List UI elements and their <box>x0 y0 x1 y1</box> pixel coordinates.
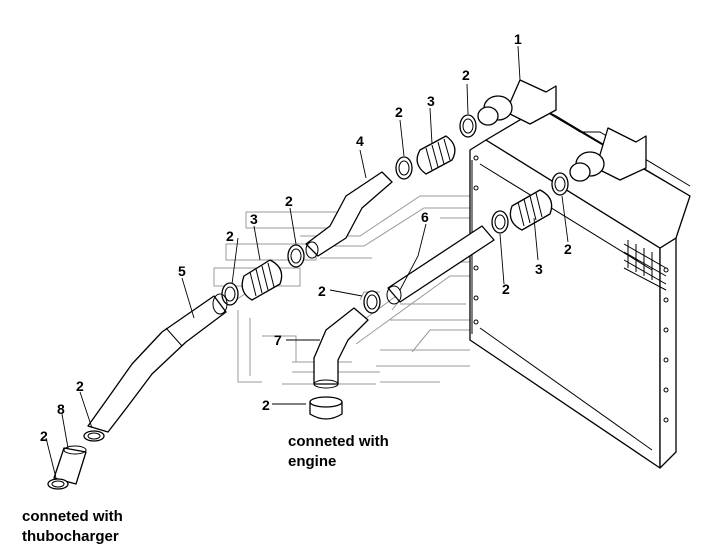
coupler-sleeve-upper <box>416 135 456 175</box>
turbo-caption-line2: thubocharger <box>22 528 119 545</box>
coupler-sleeve-lower <box>509 189 553 231</box>
clamp-turbo-2 <box>47 478 69 490</box>
callout-2: 2 <box>462 67 470 83</box>
hose-4 <box>305 171 393 257</box>
upper-hose-assembly <box>221 114 477 306</box>
callout-2: 2 <box>40 428 48 444</box>
hose-5 <box>87 295 227 433</box>
callout-2: 2 <box>395 104 403 120</box>
clamp-lower-3 <box>363 290 381 314</box>
captions: conneted with engine conneted with thubo… <box>22 433 389 545</box>
callout-4: 4 <box>356 133 364 149</box>
engine-caption-line1: conneted with <box>288 433 389 450</box>
callout-2: 2 <box>502 281 510 297</box>
leader-lines <box>45 45 569 479</box>
callout-7: 7 <box>274 332 282 348</box>
callout-1: 1 <box>514 31 522 47</box>
turbo-hose-assembly <box>47 293 228 490</box>
frame-bolts <box>473 155 669 423</box>
callout-3: 3 <box>427 93 435 109</box>
clamp-upper-2 <box>395 156 413 180</box>
callout-2: 2 <box>262 397 270 413</box>
hose-6 <box>387 225 495 303</box>
callout-3: 3 <box>535 261 543 277</box>
clamp-upper-1 <box>459 114 477 138</box>
callout-2: 2 <box>226 228 234 244</box>
callout-5: 5 <box>178 263 186 279</box>
engine-caption-line2: engine <box>288 453 336 470</box>
clamp-lower-2 <box>491 210 509 234</box>
engine-adapter <box>309 396 343 420</box>
sleeve-8 <box>53 447 87 485</box>
clamp-mid-1 <box>287 244 305 268</box>
core-mesh <box>623 240 667 291</box>
coupler-sleeve-mid <box>241 259 283 301</box>
clamp-lower-1 <box>551 172 569 196</box>
callout-2: 2 <box>318 283 326 299</box>
lower-hose-assembly <box>309 172 569 420</box>
callout-labels: 1 2 3 2 4 2 3 2 6 5 2 2 3 2 7 2 2 8 2 <box>40 31 572 444</box>
callout-6: 6 <box>421 209 429 225</box>
turbo-caption-line1: conneted with <box>22 508 123 525</box>
callout-2: 2 <box>76 378 84 394</box>
clamp-mid-2 <box>221 282 239 306</box>
callout-2: 2 <box>564 241 572 257</box>
elbow-hose-7 <box>313 307 369 385</box>
callout-3: 3 <box>250 211 258 227</box>
callout-2: 2 <box>285 193 293 209</box>
callout-8: 8 <box>57 401 65 417</box>
clamp-turbo-1 <box>83 430 105 442</box>
